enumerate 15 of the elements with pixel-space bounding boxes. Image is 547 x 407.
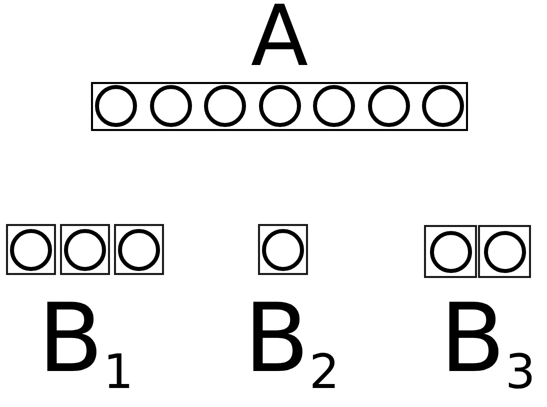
circle-icon xyxy=(430,230,472,272)
element-frame xyxy=(478,225,531,278)
circle-icon xyxy=(258,85,300,127)
element-frame xyxy=(424,225,477,278)
circle-icon xyxy=(368,85,410,127)
set-label: B$_{1}$ xyxy=(38,292,134,393)
circle-icon xyxy=(204,85,246,127)
circle-icon xyxy=(95,85,137,127)
set-label: A xyxy=(250,3,310,70)
circle-icon xyxy=(150,85,192,127)
circle-icon xyxy=(313,85,355,127)
set-label: B$_{3}$ xyxy=(440,292,536,393)
circle-icon xyxy=(484,230,526,272)
circle-icon xyxy=(422,85,464,127)
set-label: B$_{2}$ xyxy=(244,292,340,393)
